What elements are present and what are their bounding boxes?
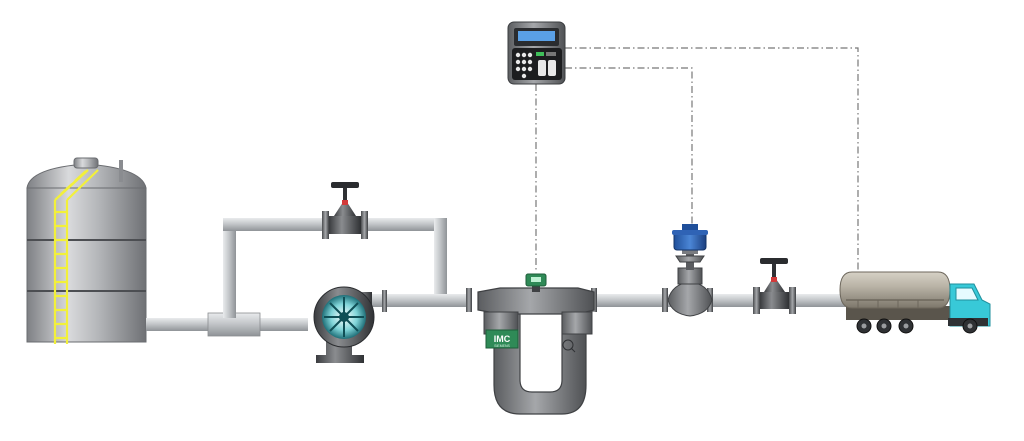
centrifugal-pump-icon bbox=[313, 286, 375, 363]
control-valve-icon bbox=[667, 224, 713, 317]
meter-brand-label: IMC bbox=[494, 334, 511, 344]
bypass-gate-valve-icon bbox=[322, 182, 368, 239]
pipe-bypass-right bbox=[434, 218, 447, 304]
batch-controller-icon bbox=[507, 21, 566, 85]
controller-screen bbox=[518, 31, 555, 41]
tank-ladder bbox=[53, 169, 99, 344]
pipe-bypass-left bbox=[223, 218, 236, 318]
coriolis-flow-meter-icon: IMC SIEMENS bbox=[477, 273, 595, 415]
pipe-meter-to-valve bbox=[593, 294, 673, 307]
pipe-discharge bbox=[360, 294, 472, 307]
meter-brand-plate bbox=[485, 329, 519, 349]
signal-line-control-valve bbox=[565, 67, 693, 228]
meter-brand-sub: SIEMENS bbox=[494, 344, 510, 348]
shutoff-gate-valve-icon bbox=[753, 258, 796, 314]
signal-lines bbox=[535, 47, 859, 275]
pipe-valve-to-shutoff bbox=[708, 294, 758, 307]
pipe-to-truck bbox=[792, 294, 852, 307]
signal-line-truck bbox=[565, 47, 859, 275]
tanker-truck-icon bbox=[839, 271, 991, 334]
storage-tank-icon bbox=[26, 157, 147, 344]
